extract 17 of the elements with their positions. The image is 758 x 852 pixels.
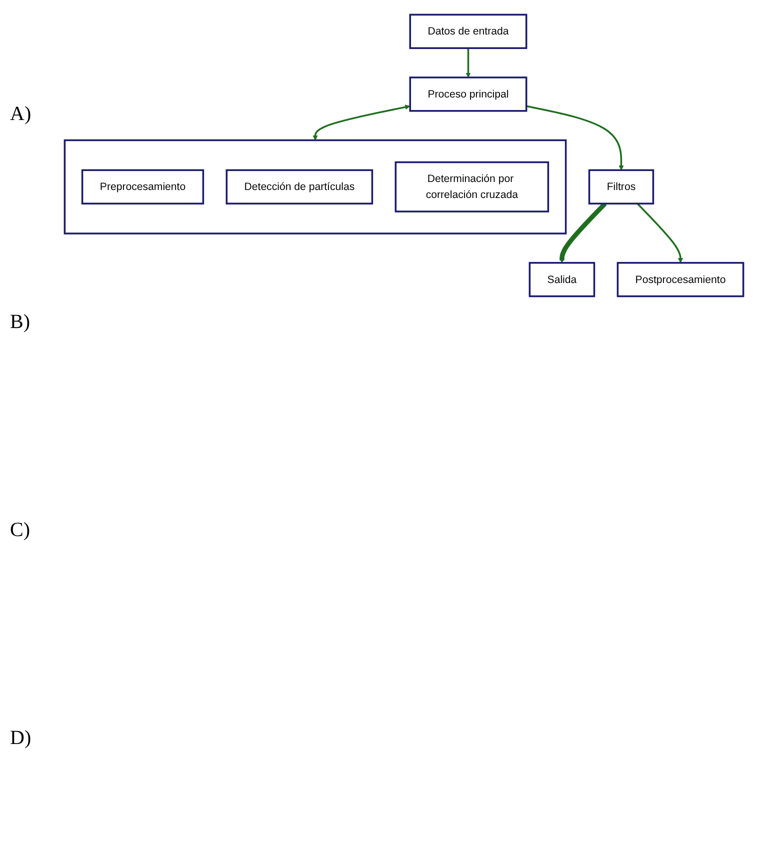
arrow xyxy=(636,202,684,264)
node-box: Determinación por correlación cruzada xyxy=(394,161,550,212)
section-label: A) xyxy=(10,102,32,126)
section-label: C) xyxy=(10,518,31,542)
section-label: D) xyxy=(10,726,32,750)
node-box: Filtros xyxy=(588,169,654,204)
node-box: Detección de partículas xyxy=(226,169,374,204)
node-box: Datos de entrada xyxy=(409,14,528,50)
arrow xyxy=(466,48,471,78)
node-box: Salida xyxy=(528,262,596,298)
node-box: Postprocesamiento xyxy=(616,262,744,298)
section-label: B) xyxy=(10,310,31,334)
arrow xyxy=(526,105,624,170)
node-box: Proceso principal xyxy=(409,76,528,112)
arrow xyxy=(312,104,410,140)
cluster xyxy=(64,139,567,234)
node-box: Preprocesamiento xyxy=(81,169,204,204)
